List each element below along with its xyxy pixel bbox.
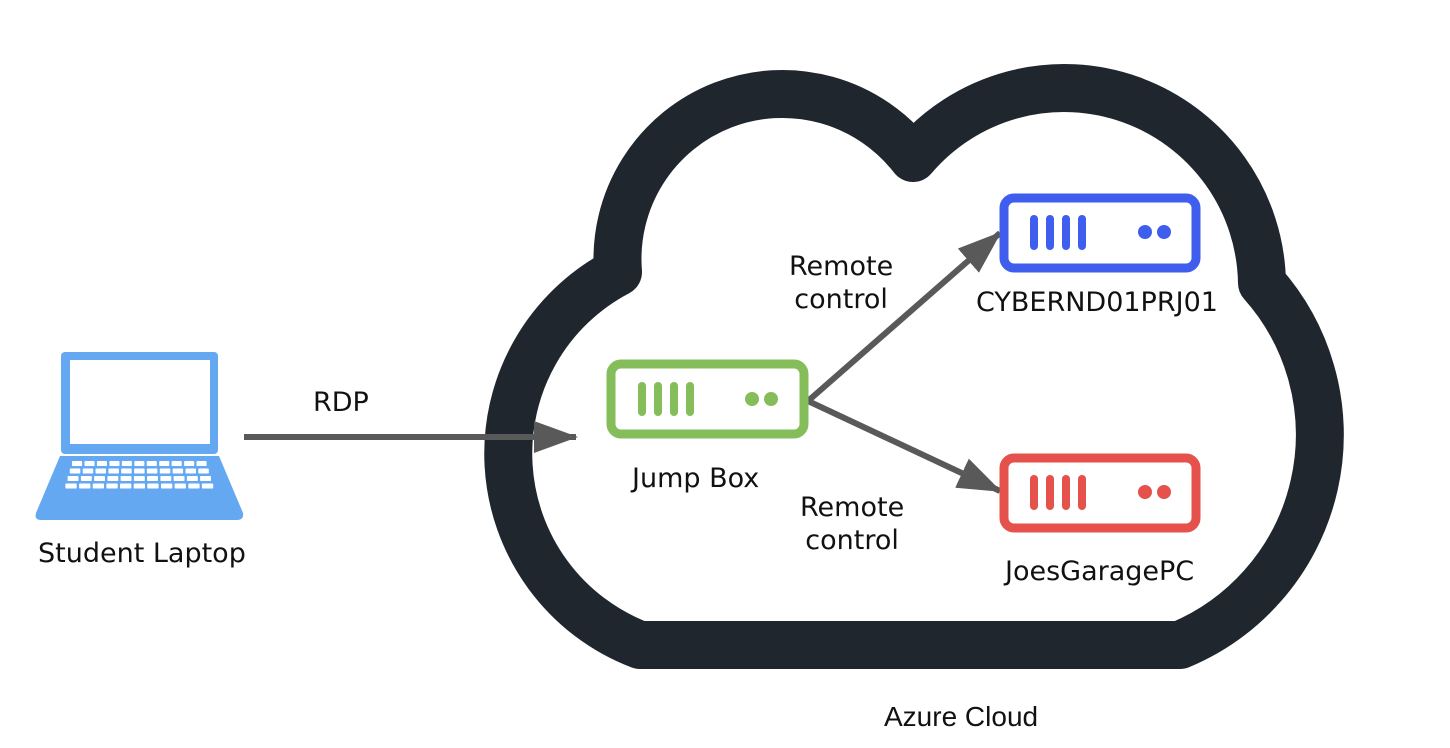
- laptop-key: [134, 461, 145, 466]
- remote-control-bottom-label: Remote control: [800, 492, 904, 558]
- laptop-key: [82, 468, 94, 474]
- laptop-key: [72, 461, 83, 466]
- laptop-key: [147, 483, 159, 489]
- laptop-key: [196, 461, 207, 466]
- student-laptop-label: Student Laptop: [38, 538, 246, 569]
- laptop-key: [134, 468, 145, 474]
- laptop-key: [159, 468, 171, 474]
- laptop-key: [121, 468, 132, 474]
- laptop-key: [107, 476, 119, 481]
- remote-control-top-line2: control: [794, 283, 888, 315]
- remote-control-bottom-line1: Remote: [800, 492, 905, 523]
- laptop-key: [201, 483, 214, 489]
- laptop-icon: [35, 352, 244, 520]
- rdp-label: RDP: [313, 387, 369, 418]
- laptop-key: [172, 468, 184, 474]
- laptop-key: [200, 476, 211, 481]
- laptop-key: [198, 468, 209, 474]
- laptop-key: [108, 468, 119, 474]
- remote-control-arrow-bottom: [806, 398, 1002, 494]
- laptop-key: [80, 476, 92, 481]
- laptop-key: [94, 476, 105, 481]
- laptop-key: [146, 468, 158, 474]
- laptop-key: [147, 476, 158, 481]
- laptop-key: [159, 461, 170, 466]
- joesgaragepc-server-icon: [999, 453, 1201, 533]
- azure-cloud-label: Azure Cloud: [884, 701, 1039, 732]
- cybernd01prj01-label: CYBERND01PRJ01: [976, 287, 1218, 318]
- laptop-key: [95, 468, 106, 474]
- laptop-key: [160, 476, 172, 481]
- remote-control-top-label: Remote control: [789, 251, 893, 317]
- laptop-key: [188, 483, 200, 489]
- laptop-key: [173, 476, 185, 481]
- laptop-key: [171, 461, 182, 466]
- laptop-key: [133, 476, 145, 481]
- remote-control-bottom-line2: control: [805, 524, 899, 556]
- laptop-key: [106, 483, 118, 489]
- laptop-key: [161, 483, 173, 489]
- laptop-key: [184, 461, 195, 466]
- remote-control-arrow-top: [806, 230, 1002, 404]
- laptop-key: [186, 476, 198, 481]
- laptop-key: [185, 468, 196, 474]
- laptop-key: [84, 461, 95, 466]
- laptop-key: [133, 483, 145, 489]
- azure-cloud-outline: [484, 64, 1344, 669]
- laptop-key: [69, 468, 81, 474]
- laptop-key: [120, 476, 132, 481]
- laptop-key: [109, 461, 120, 466]
- laptop-key: [96, 461, 107, 466]
- jump-box-label: Jump Box: [632, 463, 760, 494]
- laptop-key: [65, 483, 77, 489]
- laptop-key: [79, 483, 91, 489]
- remote-control-top-line1: Remote: [789, 251, 894, 282]
- laptop-key: [120, 483, 132, 489]
- joesgaragepc-label: JoesGaragePC: [1005, 556, 1195, 587]
- laptop-key: [67, 476, 79, 481]
- jump-box-server-icon: [606, 359, 809, 439]
- laptop-key: [121, 461, 132, 466]
- laptop-key: [146, 461, 157, 466]
- laptop-key: [174, 483, 186, 489]
- laptop-key: [92, 483, 104, 489]
- cybernd01prj01-server-icon: [999, 193, 1201, 273]
